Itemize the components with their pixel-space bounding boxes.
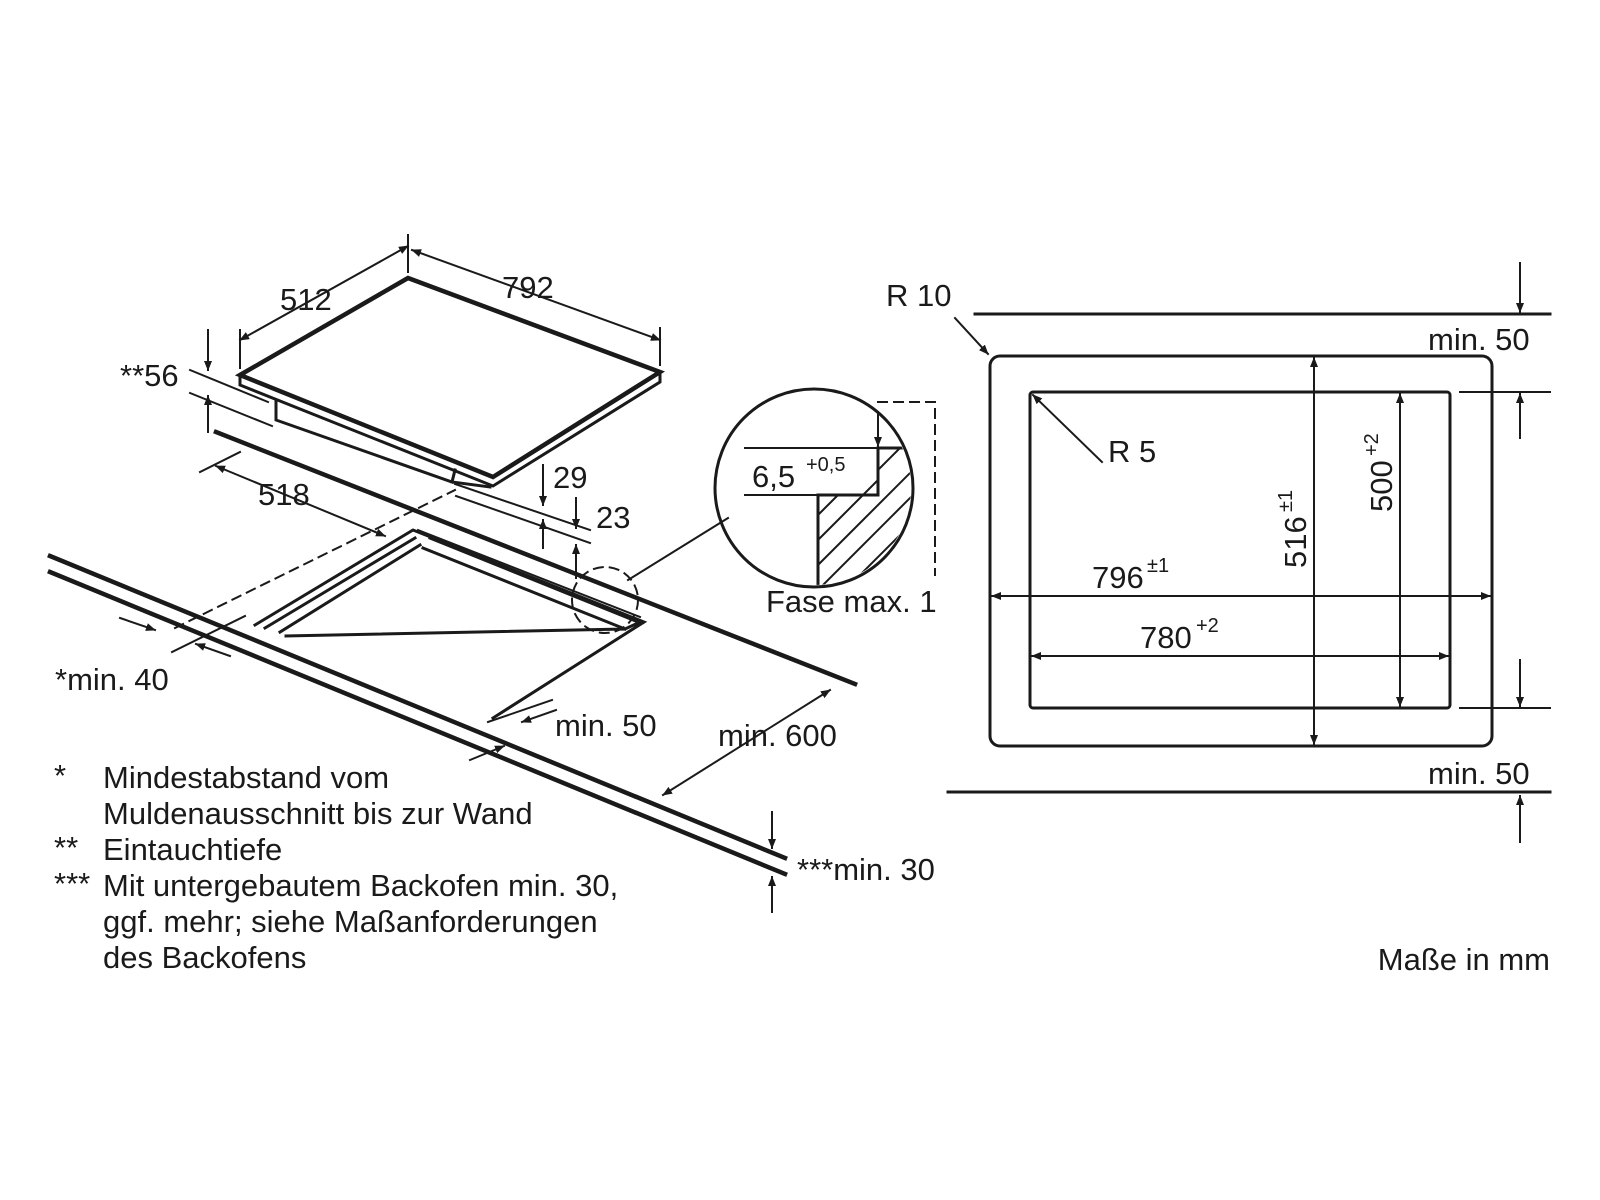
dim-500-tol: +2 — [1361, 433, 1383, 456]
dim-min40-label: *min. 40 — [55, 662, 169, 697]
footnotes: * Mindestabstand vom Muldenausschnitt bi… — [54, 758, 618, 975]
detail-fase-label: Fase max. 1 — [766, 584, 937, 619]
dim-780-label: 780 — [1140, 620, 1192, 655]
dim-796-tol: ±1 — [1147, 555, 1169, 577]
hob-projection-dashed — [173, 488, 457, 630]
detail-circle — [713, 387, 915, 589]
note2-line1: Eintauchtiefe — [103, 832, 282, 867]
note1-line1: Mindestabstand vom — [103, 760, 389, 795]
dim-min40-arrow-right — [194, 642, 232, 658]
dim-516-label: 516 — [1278, 516, 1313, 568]
dim-792-line — [410, 248, 662, 342]
dim-500-label: 500 — [1364, 460, 1399, 512]
r5-label: R 5 — [1108, 434, 1156, 469]
detail-tolerance: +0,5 — [806, 454, 845, 476]
note3-line2: ggf. mehr; siehe Maßanforderungen — [103, 904, 598, 939]
note1-line2: Muldenausschnitt bis zur Wand — [103, 796, 533, 831]
dim-23-label: 23 — [596, 500, 630, 535]
plan-cutout-outline — [1028, 390, 1452, 710]
plan-top-min-label: min. 50 — [1428, 322, 1530, 357]
dim-min600-label: min. 600 — [718, 718, 837, 753]
dim-min30-label: ***min. 30 — [797, 852, 935, 887]
dim-min50-front-arrow-bottom — [468, 744, 506, 762]
detail-callout-circle — [571, 566, 639, 634]
dim-512-label: 512 — [280, 282, 332, 317]
detail-value: 6,5 — [752, 459, 795, 494]
dim-796-label: 796 — [1092, 560, 1144, 595]
dim-780-tol: +2 — [1196, 615, 1219, 637]
dim-512-line — [238, 244, 410, 342]
dim-792-label: 792 — [502, 270, 554, 305]
bevel-detail: 6,5 +0,5 Fase max. 1 — [713, 387, 937, 619]
dim-min50-front-arrow-top — [520, 708, 558, 724]
dim-518-label: 518 — [258, 477, 310, 512]
worktop-front-edge-bottom — [47, 569, 788, 877]
worktop-front-edge-top — [47, 553, 788, 861]
dim-min600-line — [661, 688, 832, 797]
dim-56-label: **56 — [120, 358, 179, 393]
note1-mark: * — [54, 758, 66, 793]
hob-isometric: 512 792 **56 518 29 23 — [47, 234, 935, 913]
plan-view: min. 50 R 10 R 5 796 ±1 780 +2 516 ±1 50… — [886, 262, 1552, 843]
dim-min40-arrow-left — [118, 616, 157, 632]
note3-mark: *** — [54, 866, 90, 901]
dim-518-line — [214, 464, 387, 538]
r10-arrow — [953, 316, 990, 356]
plan-glass-outline — [988, 354, 1494, 748]
note2-mark: ** — [54, 830, 78, 865]
hob-body — [274, 398, 492, 489]
worktop-cutout — [252, 528, 648, 721]
plan-bottom-min-label: min. 50 — [1428, 756, 1530, 791]
detail-leader-line — [626, 516, 730, 582]
r10-label: R 10 — [886, 278, 951, 313]
dim-516-tol: ±1 — [1275, 490, 1297, 512]
units-label: Maße in mm — [1378, 942, 1550, 977]
note3-line1: Mit untergebautem Backofen min. 30, — [103, 868, 618, 903]
dim-min50-front-label: min. 50 — [555, 708, 657, 743]
hob-glass-edge — [238, 370, 662, 488]
dim-29-label: 29 — [553, 460, 587, 495]
r5-arrow — [1031, 393, 1104, 464]
note3-line3: des Backofens — [103, 940, 306, 975]
